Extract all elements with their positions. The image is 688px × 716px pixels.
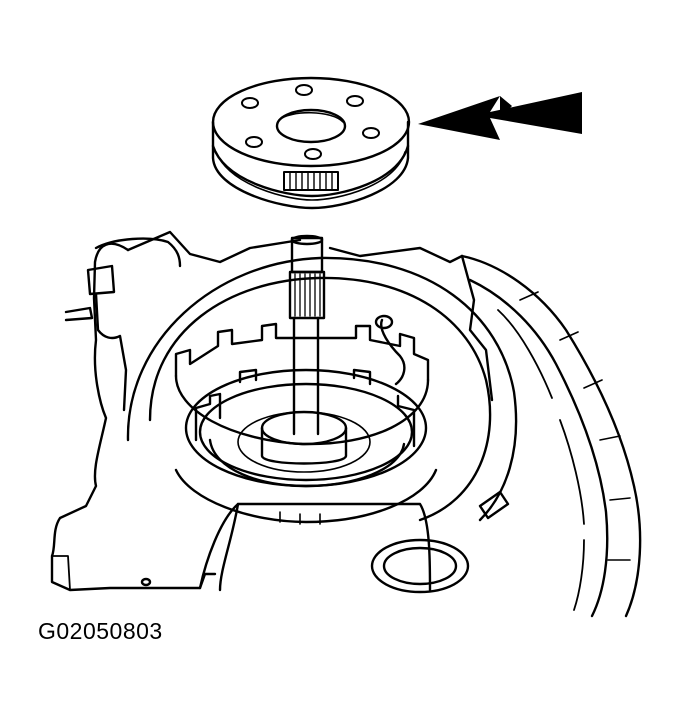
case-right-housing xyxy=(462,256,640,616)
case-bore-rim xyxy=(150,278,490,520)
direction-arrow xyxy=(418,92,582,140)
input-shaft xyxy=(290,236,324,434)
drum-top-face xyxy=(213,78,409,166)
transmission-case xyxy=(52,232,640,616)
case-lower-casting xyxy=(200,504,430,590)
drum-center-hole xyxy=(277,110,345,142)
shaft-splines xyxy=(295,274,320,316)
hub-sleeve-top xyxy=(262,412,346,444)
drum-groove xyxy=(213,146,408,196)
drum-bolt-holes xyxy=(242,85,379,159)
hub-outer-teeth xyxy=(176,324,428,380)
case-bracket xyxy=(96,239,180,266)
figure-caption: G02050803 xyxy=(38,618,163,644)
case-hose xyxy=(381,320,404,384)
case-outline xyxy=(52,244,215,590)
drum-spline-insert xyxy=(284,172,338,190)
clutch-hub xyxy=(176,324,436,524)
clutch-drum-part xyxy=(213,78,409,208)
drum-side-wall xyxy=(213,122,408,208)
case-port xyxy=(372,540,468,592)
